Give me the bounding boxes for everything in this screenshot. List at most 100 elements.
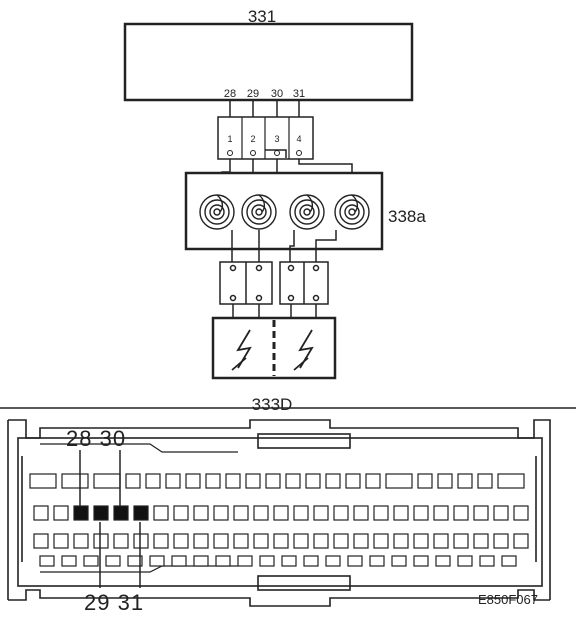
connector-pin	[253, 533, 269, 549]
connector-title: 333D	[252, 395, 293, 414]
connector-pin	[113, 533, 129, 549]
connector-pin	[501, 555, 517, 567]
connector-pin	[83, 555, 99, 567]
pin-number-28: 28	[224, 88, 236, 100]
connector-pin	[149, 555, 165, 567]
connector-pin	[33, 505, 49, 521]
pin-number-30: 30	[271, 88, 283, 100]
connector-pin	[215, 555, 231, 567]
connector-pin	[333, 505, 349, 521]
connector-pin	[93, 533, 109, 549]
connector-pin	[61, 473, 89, 489]
connector-pin	[473, 505, 489, 521]
connector-pin	[435, 555, 451, 567]
fuse-pin-1: 1	[227, 134, 232, 144]
pin-number-31: 31	[293, 88, 305, 100]
connector-pin	[53, 533, 69, 549]
connector-pin	[353, 533, 369, 549]
connector-housing	[7, 419, 551, 607]
connector-pin	[205, 473, 221, 489]
connector-pin	[391, 555, 407, 567]
connector-pin-highlighted	[73, 505, 89, 521]
connector-pin	[393, 533, 409, 549]
connector-pin	[453, 505, 469, 521]
connector-pin	[347, 555, 363, 567]
ecu-box	[123, 22, 414, 102]
coil-output-wires	[231, 230, 337, 262]
connector-pin	[153, 505, 169, 521]
callout-bottom-label: 29 31	[84, 590, 144, 615]
connector-pin	[265, 473, 281, 489]
connector-pin	[213, 505, 229, 521]
connector-pin	[305, 473, 321, 489]
connector-pin	[281, 555, 297, 567]
connector-pin	[433, 533, 449, 549]
connector-pin	[61, 555, 77, 567]
connector-pin	[413, 555, 429, 567]
connector-pin	[233, 533, 249, 549]
callout-top-label: 28 30	[66, 426, 126, 451]
connector-pin	[417, 473, 433, 489]
fuse-pin-2: 2	[250, 134, 255, 144]
fuse-pin-4: 4	[296, 134, 301, 144]
connector-pin	[373, 533, 389, 549]
fuse-pin-3: 3	[274, 134, 279, 144]
connector-pin-highlighted	[113, 505, 129, 521]
connector-pin	[53, 505, 69, 521]
connector-pin	[273, 533, 289, 549]
coil-icon	[199, 194, 370, 230]
connector-pin	[193, 533, 209, 549]
connector-pin	[493, 505, 509, 521]
connector-pin	[193, 555, 209, 567]
connector-pin	[293, 533, 309, 549]
connector-pin	[285, 473, 301, 489]
coil-block	[184, 171, 384, 251]
ecu-pin-numbers: 28 29 30 31	[224, 88, 305, 100]
connector-pin	[373, 505, 389, 521]
ignition-spark-icon	[231, 329, 314, 371]
connector-pin	[413, 505, 429, 521]
connector-pin	[497, 473, 525, 489]
connector-pin	[259, 555, 275, 567]
connector-pin	[353, 505, 369, 521]
connector-pin-highlighted	[133, 505, 149, 521]
connector-pin	[365, 473, 381, 489]
connector-pin	[325, 555, 341, 567]
connector-pin	[493, 533, 509, 549]
connector-pin	[125, 473, 141, 489]
connector-pin	[237, 555, 253, 567]
connector-pin	[39, 555, 55, 567]
connector-pin	[273, 505, 289, 521]
connector-pin	[345, 473, 361, 489]
ecu-label: 331	[248, 7, 276, 26]
connector-pin	[33, 533, 49, 549]
plug-connector-right	[279, 261, 329, 305]
connector-pin	[245, 473, 261, 489]
plug-wires	[232, 304, 317, 318]
figure-code: E850F067	[478, 592, 538, 607]
coil-block-label: 338a	[388, 207, 426, 226]
connector-pin	[457, 555, 473, 567]
connector-pin	[127, 555, 143, 567]
connector-pin	[185, 473, 201, 489]
connector-pin	[213, 533, 229, 549]
connector-pin	[93, 473, 121, 489]
connector-pin	[165, 473, 181, 489]
connector-pin	[303, 555, 319, 567]
connector-pin	[457, 473, 473, 489]
connector-pin	[513, 533, 529, 549]
connector-pin	[233, 505, 249, 521]
connector-pin	[333, 533, 349, 549]
connector-pin	[413, 533, 429, 549]
connector-pin	[479, 555, 495, 567]
ecu-wires	[229, 100, 300, 117]
connector-pin	[473, 533, 489, 549]
connector-pin	[325, 473, 341, 489]
connector-pin	[105, 555, 121, 567]
connector-pin	[225, 473, 241, 489]
callout-lines	[79, 450, 141, 588]
connector-pin	[393, 505, 409, 521]
connector-pin	[173, 533, 189, 549]
connector-pin	[153, 533, 169, 549]
